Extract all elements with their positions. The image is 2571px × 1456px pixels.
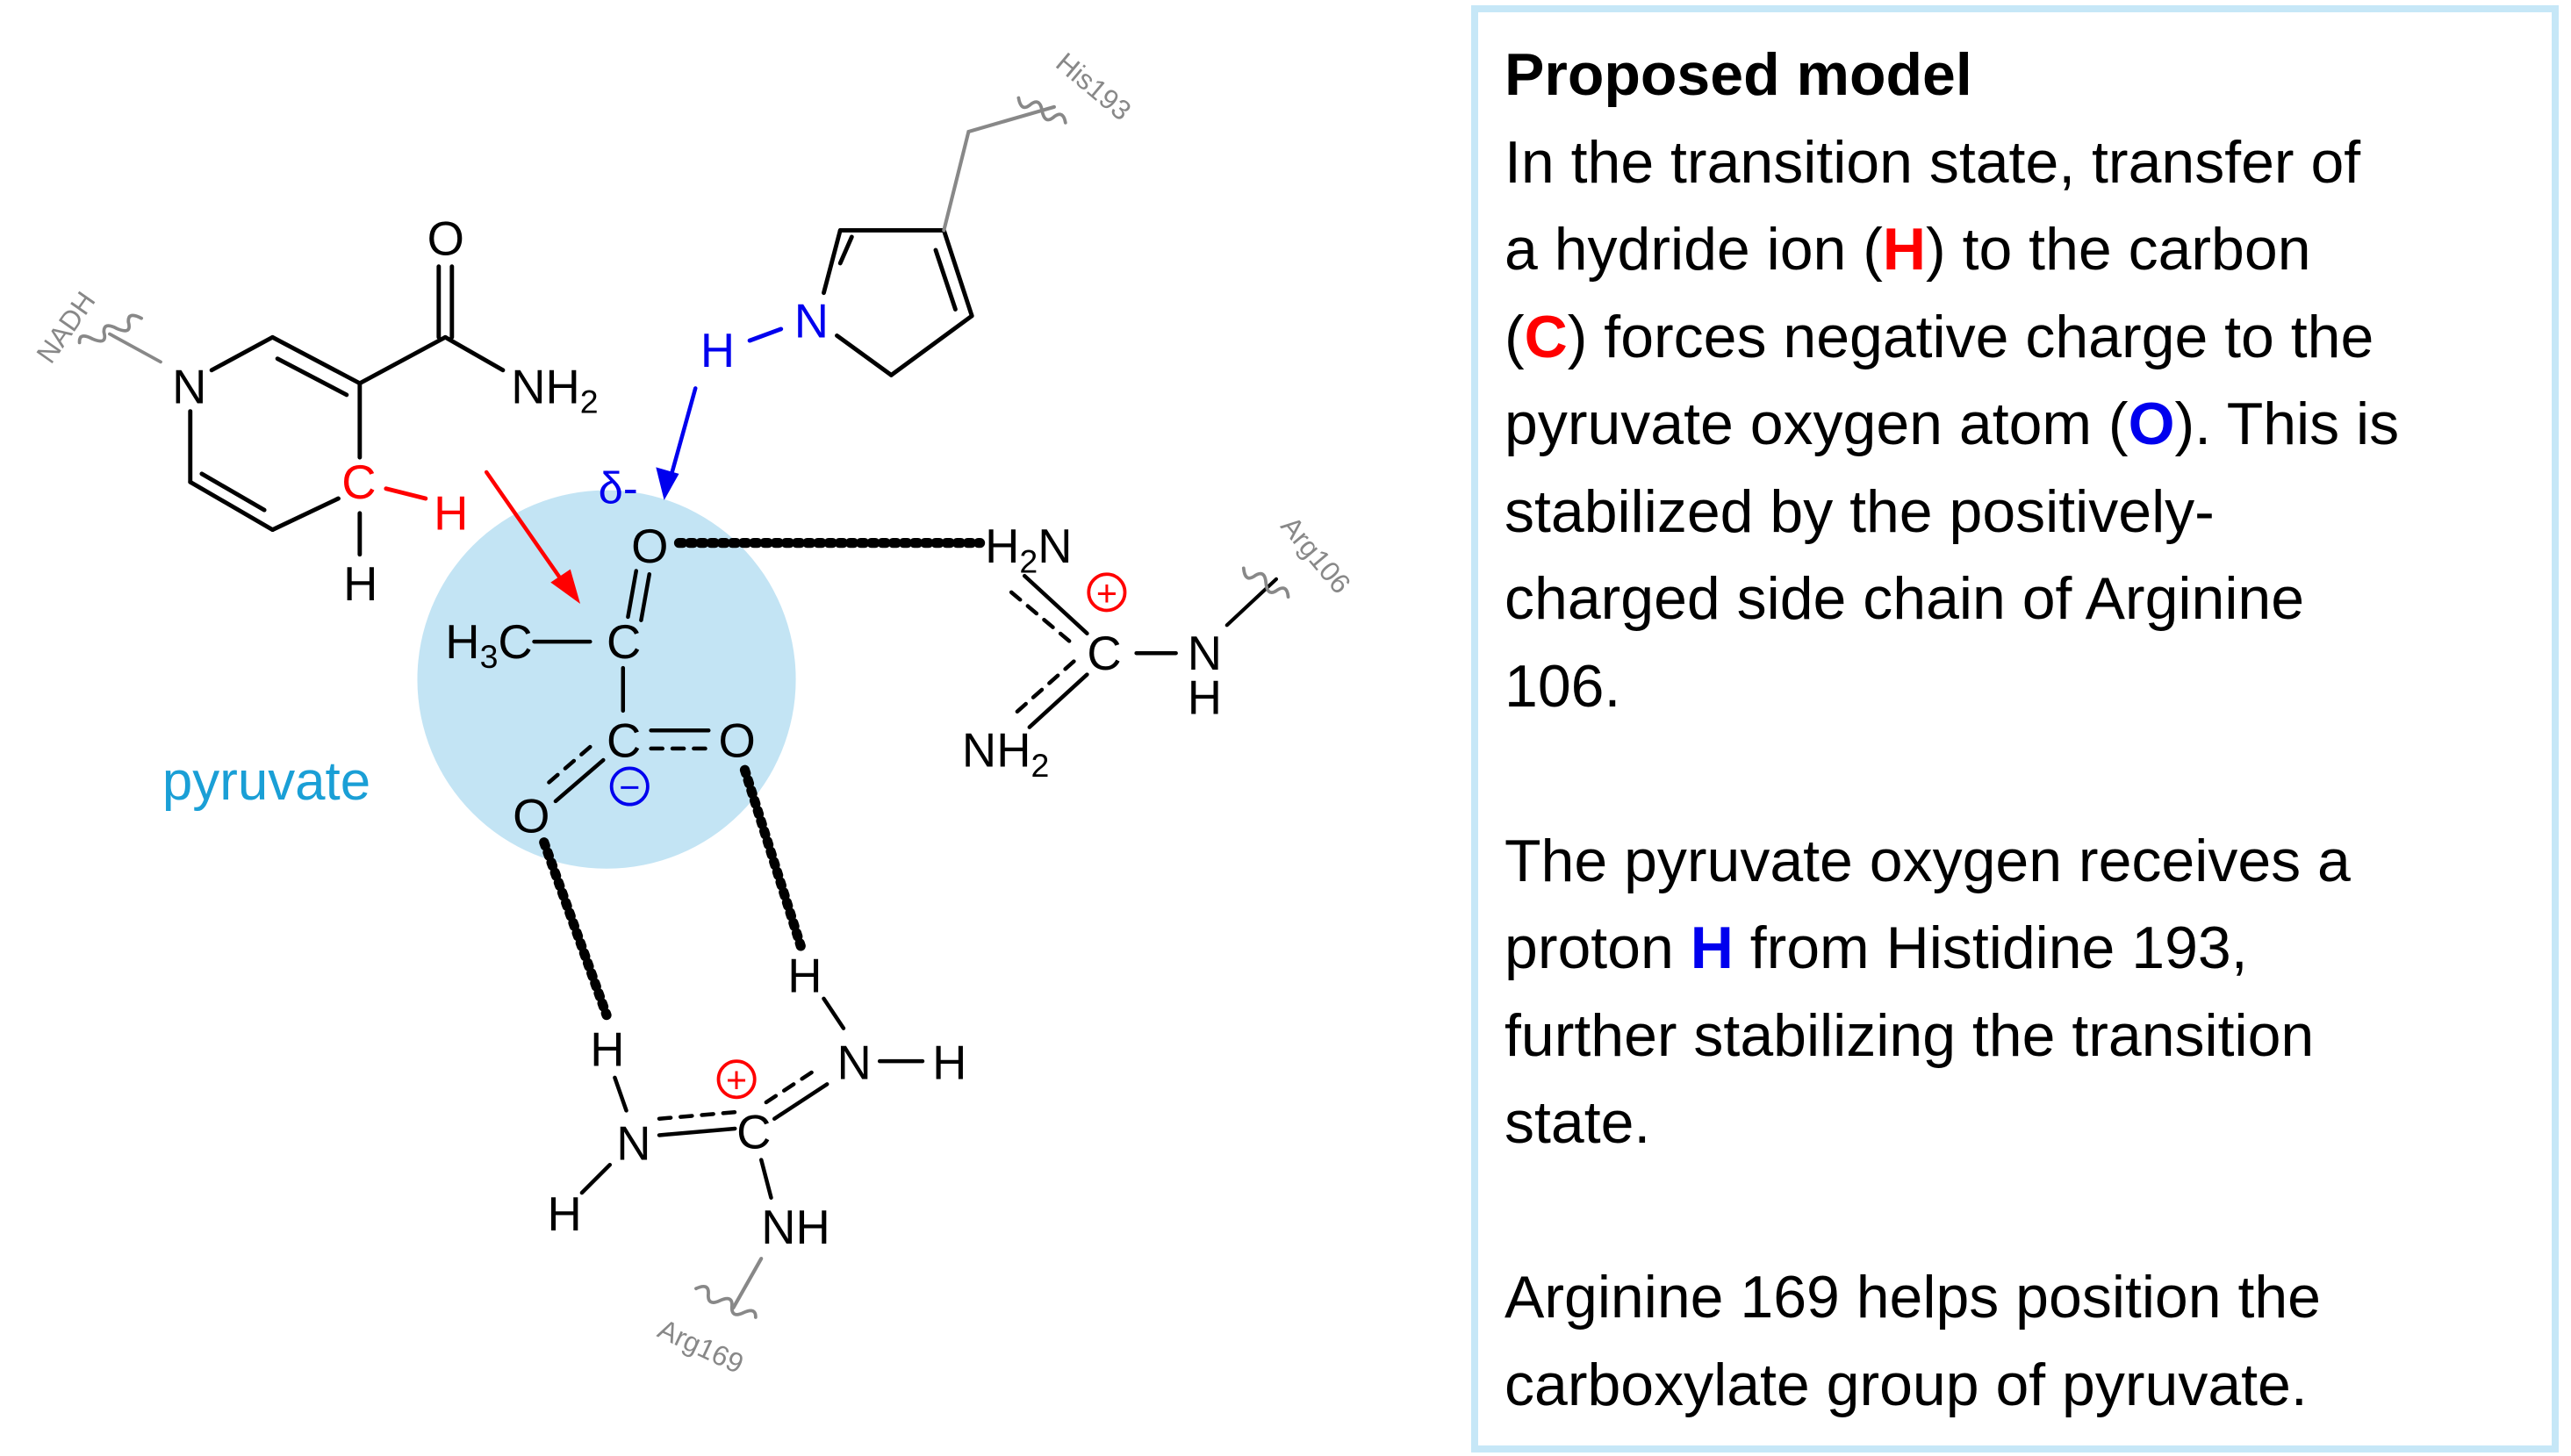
- arg106-wavy-bond-icon: [1241, 566, 1290, 599]
- carbon-highlight: C: [1524, 303, 1568, 370]
- nadh-ring-nitrogen: N: [172, 360, 206, 413]
- p1-line: pyruvate oxygen atom (O). This is: [1505, 391, 2400, 457]
- p1-line: (C) forces negative charge to the: [1505, 303, 2374, 370]
- proton-transfer-arrow-icon: [656, 467, 679, 500]
- nadh-residue-label: NADH: [30, 286, 101, 369]
- p1-line: stabilized by the positively-: [1505, 477, 2215, 545]
- nadh-c4-h: H: [343, 557, 377, 611]
- pyruvate-carbonyl-carbon: C: [607, 615, 641, 669]
- p2-line: further stabilizing the transition: [1505, 1001, 2315, 1069]
- pyruvate-methyl: H3C: [445, 615, 532, 675]
- p1-line: charged side chain of Arginine: [1505, 565, 2305, 632]
- arg106-positive-charge-icon: +: [1096, 573, 1117, 613]
- arg169-nh: NH: [761, 1201, 830, 1254]
- p2-line: The pyruvate oxygen receives a: [1505, 827, 2351, 894]
- arg106-nitrogen: N: [1188, 627, 1222, 680]
- hydrogen-bonds: [539, 537, 986, 1021]
- pyruvate-carboxyl-oxygen-left: O: [513, 790, 549, 843]
- nadh-nicotinamide: [188, 264, 506, 557]
- pyruvate-carboxyl-carbon: C: [607, 714, 641, 767]
- pyruvate-highlight-circle: [417, 490, 796, 869]
- arg169-residue-label: Arg169: [653, 1313, 748, 1380]
- amide-oxygen: O: [427, 212, 464, 266]
- hydride-transfer-arrow-icon: [550, 569, 581, 604]
- panel-title: Proposed model: [1505, 41, 1972, 108]
- arg106-h2n: H2N: [985, 520, 1072, 579]
- delta-minus-label: δ-: [599, 463, 638, 513]
- his193-wavy-bond-icon: [1016, 96, 1067, 125]
- nadh-wavy-bond-icon: [77, 313, 144, 345]
- arg169-guanidinium-carbon: C: [736, 1105, 771, 1158]
- p3-line: carboxylate group of pyruvate.: [1505, 1351, 2308, 1418]
- arg106-nh-h: H: [1188, 671, 1222, 725]
- histidine-ring: [822, 228, 974, 377]
- arg106-guanidinium-carbon: C: [1087, 627, 1121, 680]
- p1-line: a hydride ion (H) to the carbon: [1505, 216, 2311, 283]
- hydride-h: H: [434, 487, 468, 541]
- arg169-h-right: H: [932, 1036, 966, 1090]
- p3-line: Arginine 169 helps position the: [1505, 1264, 2321, 1330]
- p1-line: 106.: [1505, 652, 1621, 720]
- arg169-wavy-bond-icon: [694, 1284, 758, 1319]
- nadh-c4-hydride-carbon: C: [341, 455, 376, 509]
- arg169-h-left-top: H: [590, 1023, 624, 1077]
- pyruvate-keto-oxygen: O: [631, 520, 668, 573]
- arg169-h-left-bottom: H: [548, 1187, 582, 1241]
- hydride-highlight: H: [1882, 216, 1927, 283]
- explanation-panel: Proposed model In the transition state, …: [1471, 5, 2559, 1452]
- arg106-nh2: NH2: [962, 724, 1049, 784]
- reaction-mechanism-diagram: pyruvate N O NH2 C H H NADH: [30, 47, 1357, 1380]
- histidine-proton-h: H: [700, 324, 735, 377]
- p2-line: state.: [1505, 1089, 1651, 1156]
- arg169-nitrogen-left: N: [616, 1117, 650, 1171]
- pyruvate-carboxyl-oxygen-right: O: [719, 714, 756, 767]
- arg169-nitrogen-right: N: [837, 1036, 871, 1090]
- amide-nh2: NH2: [511, 360, 598, 420]
- histidine-nitrogen: N: [794, 294, 829, 348]
- arg106-residue-label: Arg106: [1275, 510, 1357, 599]
- arg169-h-top: H: [787, 949, 822, 1002]
- arg169-positive-charge-icon: +: [726, 1060, 747, 1101]
- p1-line: In the transition state, transfer of: [1505, 128, 2361, 196]
- p2-line: proton H from Histidine 193,: [1505, 914, 2248, 981]
- pyruvate-label: pyruvate: [162, 751, 370, 812]
- oxygen-highlight: O: [2128, 391, 2175, 457]
- negative-charge-icon: −: [619, 767, 640, 807]
- proton-highlight: H: [1690, 914, 1734, 981]
